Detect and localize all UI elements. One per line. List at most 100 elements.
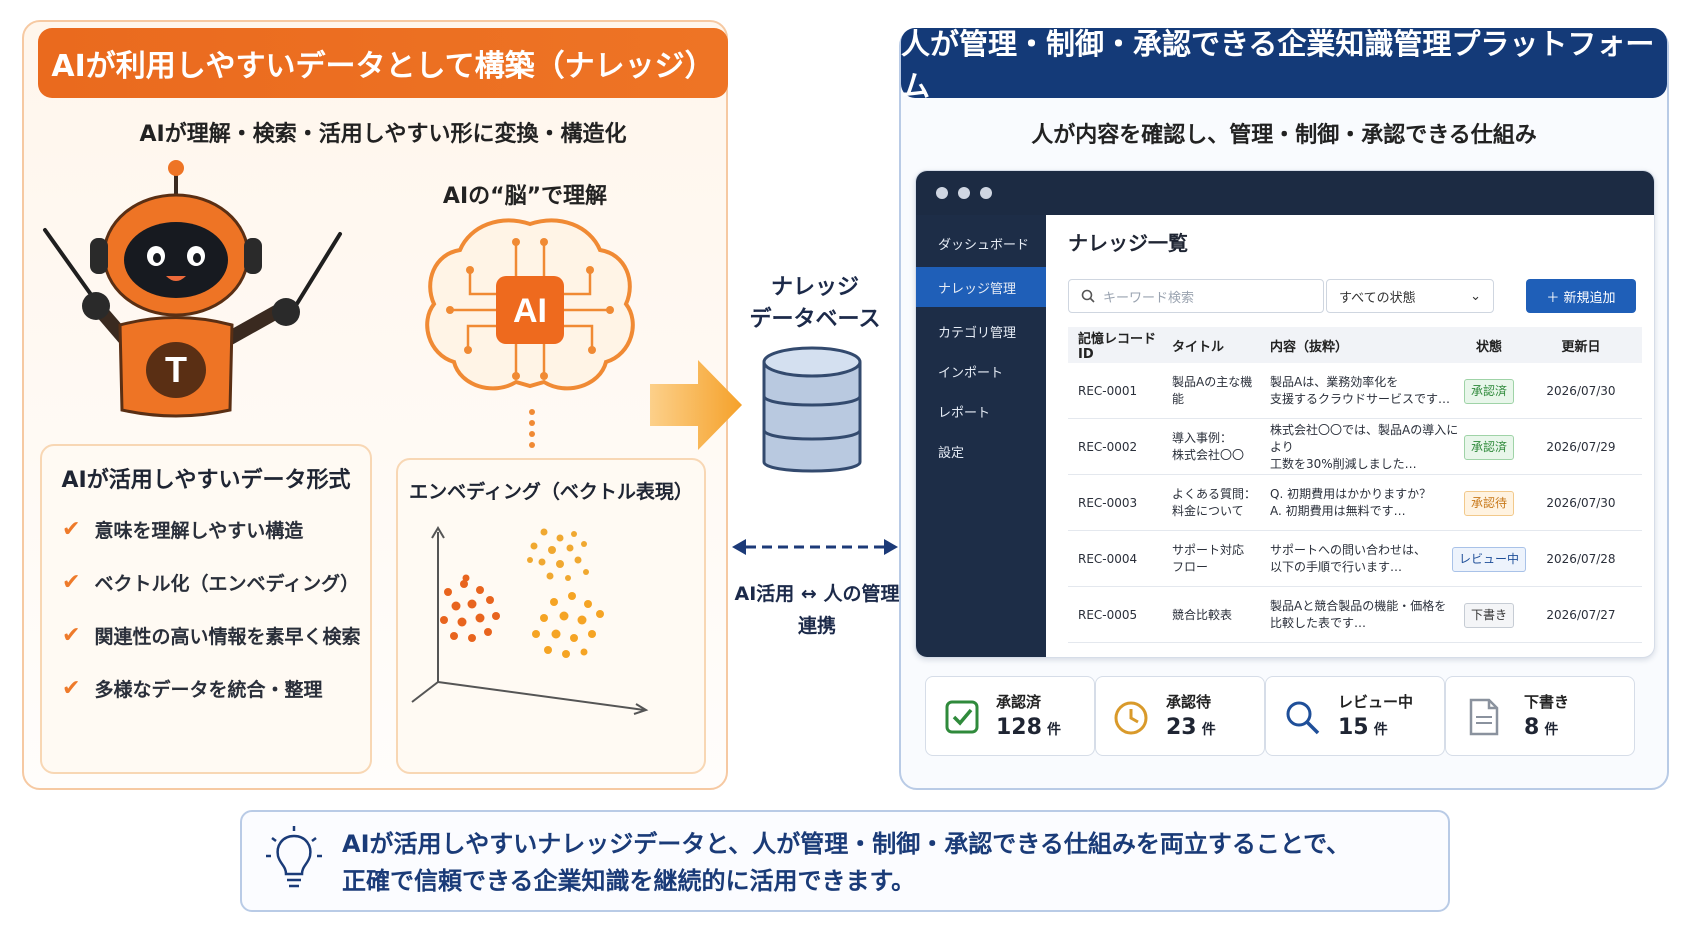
dotted-connector bbox=[529, 409, 535, 448]
stat-label: レビュー中 bbox=[1338, 693, 1414, 711]
right-subtitle: 人が内容を確認し、管理・制御・承認できる仕組み bbox=[1031, 123, 1537, 148]
stat-label: 承認済 bbox=[996, 693, 1042, 711]
check-square-icon bbox=[945, 700, 979, 734]
row-date: 2026/07/29 bbox=[1546, 439, 1616, 454]
embedding-box bbox=[396, 458, 706, 774]
format-item: ✔意味を理解しやすい構造 bbox=[62, 517, 304, 542]
table-row[interactable]: REC-0004 サポート対応フロー サポートへの問い合わせは、以下の手順で行い… bbox=[1068, 531, 1642, 587]
row-content: サポートへの問い合わせは、以下の手順で行います… bbox=[1270, 543, 1427, 574]
left-header: AIが利用しやすいデータとして構築（ナレッジ） bbox=[38, 28, 728, 98]
brain-label: AIの“脳”で理解 bbox=[442, 184, 608, 209]
table-row[interactable]: REC-0001 製品Aの主な機能 製品Aは、業務効率化を支援するクラウドサービ… bbox=[1068, 363, 1642, 419]
stat-card-draft[interactable]: 下書き 8 件 bbox=[1445, 676, 1635, 756]
row-content: 製品Aと競合製品の機能・価格を比較した表です… bbox=[1270, 599, 1447, 630]
search-input[interactable]: キーワード検索 bbox=[1068, 279, 1324, 313]
col-header-title[interactable]: タイトル bbox=[1164, 327, 1262, 363]
stat-value-group: 23 件 bbox=[1166, 715, 1216, 740]
bidirectional-arrow bbox=[732, 539, 898, 555]
robot-illustration: T bbox=[43, 160, 342, 418]
add-button[interactable]: ＋ 新規追加 bbox=[1526, 279, 1636, 313]
checkmark-icon: ✔ bbox=[62, 623, 81, 648]
window-dot[interactable] bbox=[936, 187, 948, 199]
magnifier-icon bbox=[1286, 701, 1320, 735]
search-placeholder: キーワード検索 bbox=[1103, 290, 1195, 306]
embedding-title: エンベディング（ベクトル表現） bbox=[409, 481, 693, 503]
row-date: 2026/07/28 bbox=[1546, 551, 1616, 566]
status-select-value: すべての状態 bbox=[1339, 290, 1416, 306]
knowledge-db-label: ナレッジ データベース bbox=[749, 275, 881, 332]
row-title: 導入事例：株式会社〇〇 bbox=[1172, 431, 1245, 462]
sidebar-item-knowledge[interactable]: ナレッジ管理 bbox=[916, 267, 1046, 307]
status-badge: レビュー中 bbox=[1452, 546, 1526, 572]
stat-label: 下書き bbox=[1524, 693, 1570, 711]
col-header-status[interactable]: 状態 bbox=[1458, 327, 1520, 363]
col-header-content[interactable]: 内容（抜粋） bbox=[1262, 327, 1458, 363]
sidebar-item-dashboard[interactable]: ダッシュボード bbox=[938, 237, 1030, 253]
row-date: 2026/07/30 bbox=[1546, 383, 1616, 398]
footer-box bbox=[240, 810, 1450, 912]
checkmark-icon: ✔ bbox=[62, 570, 81, 595]
row-status: 承認済 bbox=[1458, 363, 1520, 419]
data-format-title: AIが活用しやすいデータ形式 bbox=[61, 468, 351, 493]
checkmark-icon: ✔ bbox=[62, 517, 81, 542]
page-title: ナレッジ一覧 bbox=[1068, 231, 1188, 255]
robot-letter: T bbox=[165, 349, 187, 390]
sidebar-item-settings[interactable]: 設定 bbox=[938, 445, 965, 461]
stat-card-approved[interactable]: 承認済 128 件 bbox=[925, 676, 1095, 756]
row-title: 製品Aの主な機能 bbox=[1172, 375, 1253, 406]
row-id: REC-0003 bbox=[1078, 495, 1138, 510]
checkmark-icon: ✔ bbox=[62, 676, 81, 701]
window-titlebar bbox=[916, 171, 1654, 215]
row-content: Q. 初期費用はかかりますか？A. 初期費用は無料です… bbox=[1270, 487, 1432, 518]
row-date: 2026/07/27 bbox=[1546, 607, 1616, 622]
lightbulb-icon bbox=[266, 826, 322, 888]
window-dot[interactable] bbox=[958, 187, 970, 199]
stat-value-group: 8 件 bbox=[1524, 715, 1559, 740]
stat-value-group: 128 件 bbox=[996, 715, 1062, 740]
sidebar-item-import[interactable]: インポート bbox=[938, 365, 1004, 381]
footer-message: AIが活用しやすいナレッジデータと、人が管理・制御・承認できる仕組みを両立するこ… bbox=[342, 830, 1351, 895]
table-row[interactable]: REC-0005 競合比較表 製品Aと競合製品の機能・価格を比較した表です… 下… bbox=[1068, 587, 1642, 643]
document-icon bbox=[1469, 698, 1499, 736]
app-sidebar: ダッシュボード ナレッジ管理 カテゴリ管理 インポート レポート 設定 bbox=[916, 215, 1046, 657]
embedding-scatter bbox=[411, 526, 649, 715]
row-date: 2026/07/30 bbox=[1546, 495, 1616, 510]
status-badge: 承認待 bbox=[1463, 490, 1514, 516]
sidebar-item-category[interactable]: カテゴリ管理 bbox=[938, 325, 1017, 341]
status-select[interactable]: すべての状態 ⌄ bbox=[1326, 279, 1494, 313]
clock-icon bbox=[1114, 701, 1148, 735]
database-icon bbox=[762, 346, 862, 473]
brain-icon: AI bbox=[425, 218, 635, 391]
col-header-date[interactable]: 更新日 bbox=[1520, 327, 1642, 363]
status-badge: 承認済 bbox=[1463, 434, 1514, 460]
status-badge: 承認済 bbox=[1463, 378, 1514, 404]
table-row[interactable]: REC-0003 よくある質問：料金について Q. 初期費用はかかりますか？A.… bbox=[1068, 475, 1642, 531]
app-window: ダッシュボード ナレッジ管理 カテゴリ管理 インポート レポート 設定 ナレッジ… bbox=[915, 170, 1655, 658]
window-dot[interactable] bbox=[980, 187, 992, 199]
stat-card-pending[interactable]: 承認待 23 件 bbox=[1095, 676, 1265, 756]
status-badge: 下書き bbox=[1463, 602, 1514, 628]
stat-card-review[interactable]: レビュー中 15 件 bbox=[1265, 676, 1445, 756]
row-status: 承認済 bbox=[1458, 419, 1520, 475]
flow-arrow-icon bbox=[650, 360, 742, 450]
row-id: REC-0005 bbox=[1078, 607, 1138, 622]
brain-ai-text: AI bbox=[513, 292, 547, 330]
search-icon bbox=[1081, 289, 1095, 303]
format-item: ✔多様なデータを統合・整理 bbox=[62, 676, 323, 701]
row-id: REC-0002 bbox=[1078, 439, 1138, 454]
sidebar-item-report[interactable]: レポート bbox=[938, 405, 991, 421]
table-row[interactable]: REC-0002 導入事例：株式会社〇〇 株式会社〇〇では、製品Aの導入により工… bbox=[1068, 419, 1642, 475]
chevron-down-icon: ⌄ bbox=[1470, 288, 1481, 304]
row-title: よくある質問：料金について bbox=[1172, 487, 1257, 518]
format-item: ✔関連性の高い情報を素早く検索 bbox=[62, 623, 361, 648]
row-title: サポート対応フロー bbox=[1172, 543, 1245, 574]
row-id: REC-0004 bbox=[1078, 551, 1138, 566]
row-status: 承認待 bbox=[1458, 475, 1520, 531]
left-subtitle: AIが理解・検索・活用しやすい形に変換・構造化 bbox=[139, 122, 627, 147]
data-format-box bbox=[40, 444, 372, 774]
stat-value-group: 15 件 bbox=[1338, 715, 1388, 740]
col-header-id[interactable]: 記憶レコードID bbox=[1068, 327, 1164, 363]
row-content: 株式会社〇〇では、製品Aの導入により工数を30%削減しました… bbox=[1270, 422, 1459, 471]
row-id: REC-0001 bbox=[1078, 383, 1138, 398]
link-label: AI活用 ↔ 人の管理 連携 bbox=[734, 583, 900, 637]
